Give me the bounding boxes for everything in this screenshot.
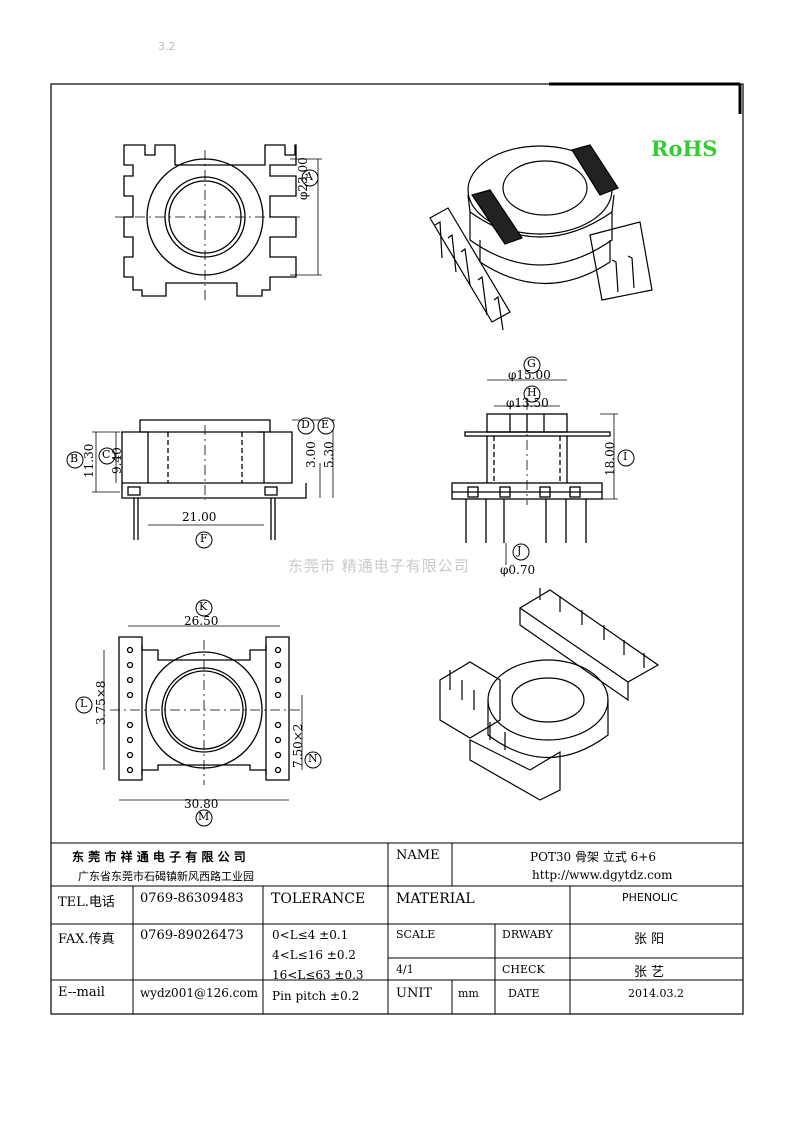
- tel-label: TEL.电话: [58, 895, 115, 910]
- marker-a: A: [305, 170, 313, 183]
- dim-l: 3.75×8: [94, 680, 108, 725]
- drawby-value: 张 阳: [634, 932, 665, 947]
- marker-m: M: [198, 810, 210, 823]
- dim-d: 3.00: [304, 441, 318, 468]
- check-value: 张 艺: [634, 965, 665, 980]
- scale-label: SCALE: [396, 928, 436, 941]
- marker-i: I: [623, 450, 628, 463]
- dim-a: φ23.00: [296, 157, 310, 200]
- marker-k: K: [199, 600, 208, 613]
- drawby-label: DRWABY: [502, 928, 553, 941]
- marker-b: B: [70, 452, 79, 465]
- tolerance-4: Pin pitch ±0.2: [272, 989, 360, 1003]
- name-value: POT30 骨架 立式 6+6: [530, 850, 656, 864]
- dim-c: 9.40: [110, 447, 124, 474]
- website-link[interactable]: http://www.dgytdz.com: [532, 868, 673, 882]
- watermark: 东莞市 精通电子有限公司: [288, 557, 470, 575]
- front-view: [451, 379, 618, 565]
- dim-b: 11.30: [82, 443, 96, 478]
- sheet-border: [50, 83, 744, 1015]
- marker-f: F: [200, 532, 208, 545]
- tolerance-2: 4<L≤16 ±0.2: [272, 948, 356, 962]
- marker-h: H: [527, 386, 537, 399]
- unit-value: mm: [458, 987, 479, 1000]
- fax-label: FAX.传真: [58, 932, 115, 947]
- dim-k: 26.50: [184, 614, 219, 628]
- bottom-view: [103, 625, 303, 801]
- tolerance-3: 16<L≤63 ±0.3: [272, 968, 364, 982]
- date-value: 2014.03.2: [628, 987, 684, 1000]
- rohs-mark: RoHS: [651, 136, 718, 161]
- dim-h: φ13.50: [506, 396, 549, 410]
- tel-value: 0769-86309483: [140, 891, 244, 906]
- corner-mark: 3.2: [158, 40, 176, 53]
- unit-label: UNIT: [396, 986, 433, 1001]
- marker-n: N: [308, 752, 318, 765]
- tolerance-1: 0<L≤4 ±0.1: [272, 928, 349, 942]
- company-address: 广东省东莞市石碣镇新风西路工业园: [78, 870, 254, 883]
- dim-m: 30.80: [184, 797, 219, 811]
- dim-e: 5.30: [322, 441, 336, 468]
- email-value: wydz001@126.com: [140, 986, 259, 1000]
- dimension-markers: [66, 169, 635, 827]
- marker-e: E: [321, 418, 330, 431]
- name-label: NAME: [396, 848, 440, 863]
- side-view: [92, 419, 335, 540]
- material-value: PHENOLIC: [622, 891, 678, 904]
- dim-j: φ0.70: [500, 563, 536, 577]
- marker-g: G: [527, 357, 536, 370]
- iso-view-bottom: [439, 588, 660, 801]
- check-label: CHECK: [502, 963, 545, 976]
- email-label: E--mail: [58, 985, 105, 1000]
- marker-c: C: [102, 448, 111, 461]
- dim-i: 18.00: [603, 441, 617, 476]
- title-block-grid: [51, 842, 743, 1014]
- date-label: DATE: [508, 987, 540, 1000]
- material-label: MATERIAL: [396, 891, 475, 907]
- dim-g: φ15.00: [508, 368, 551, 382]
- scale-value: 4/1: [396, 963, 414, 976]
- tolerance-label: TOLERANCE: [271, 891, 366, 907]
- dim-n: 7.50×2: [291, 723, 305, 768]
- dim-f: 21.00: [182, 510, 217, 524]
- company-name: 东 莞 市 祥 通 电 子 有 限 公 司: [72, 850, 246, 864]
- marker-d: D: [301, 418, 310, 431]
- marker-j: J: [517, 544, 522, 557]
- fax-value: 0769-89026473: [140, 928, 244, 943]
- top-view: [115, 144, 322, 300]
- marker-l: L: [80, 697, 88, 710]
- iso-view-top: [429, 144, 653, 331]
